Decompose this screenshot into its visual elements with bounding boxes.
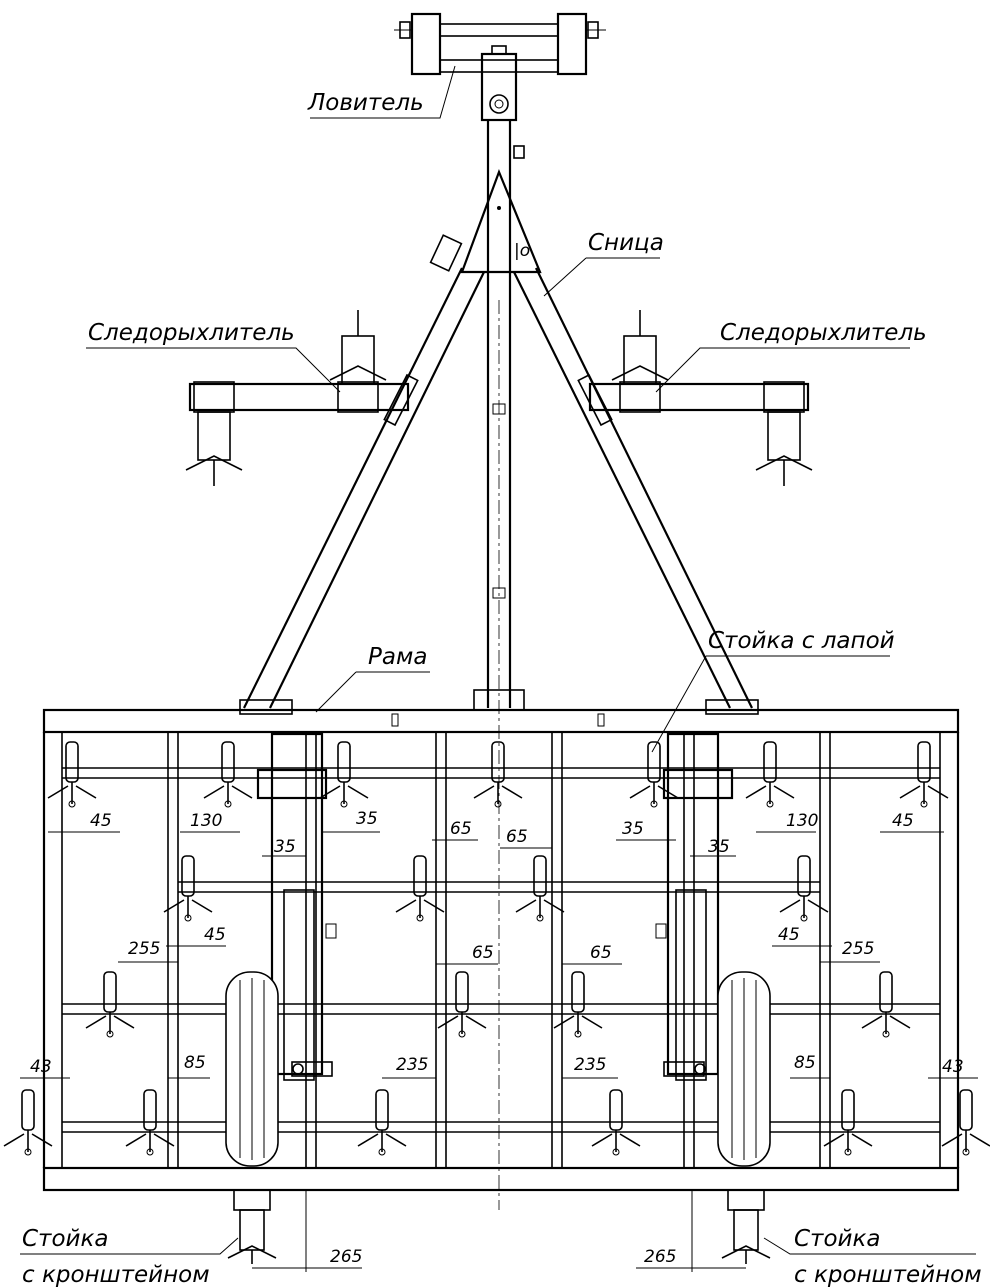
tine [629,741,679,808]
tine [437,971,487,1038]
tine [395,855,445,922]
dimension-lines [20,831,978,1272]
tine [823,1089,873,1156]
sledorykhlitel-right [588,310,813,486]
dim-130: 130 [786,811,818,831]
dim-235: 235 [574,1055,606,1075]
dim-255: 255 [842,939,874,959]
tine [203,741,253,808]
dim-235: 235 [396,1055,428,1075]
tines-group [3,741,990,1156]
dim-35: 35 [274,837,296,857]
dim-45: 45 [892,811,914,831]
dim-85: 85 [184,1053,206,1073]
tine [779,855,829,922]
rear-bracket-left [227,1189,277,1264]
dim-265: 265 [644,1247,676,1267]
tine [941,1089,990,1156]
label-lovitel: Ловитель [307,90,424,116]
label-sledorykhlitel-right: Следорыхлитель [720,320,927,346]
label-rama: Рама [368,644,427,670]
label-stoyka-left: Стойка [22,1226,108,1252]
tine [745,741,795,808]
dim-45: 45 [778,925,800,945]
leader-lines [20,65,976,1255]
label-stoyka-left-line2: с кронштейном [22,1262,210,1288]
tine [3,1089,53,1156]
dim-35: 35 [356,809,378,829]
dim-45: 45 [204,925,226,945]
tine [515,855,565,922]
sledorykhlitel-left [185,310,410,486]
lovitel-hitch [394,12,606,122]
drawbar: |o [239,120,759,715]
dim-43: 43 [30,1057,52,1077]
label-snitsa: Сница [588,230,664,256]
dim-85: 85 [794,1053,816,1073]
tine [47,741,97,808]
tine [125,1089,175,1156]
dim-65: 65 [590,943,612,963]
dim-130: 130 [190,811,222,831]
tine [591,1089,641,1156]
label-sledorykhlitel-left: Следорыхлитель [88,320,295,346]
dim-45: 45 [90,811,112,831]
dim-35: 35 [708,837,730,857]
wheel-assembly-left [225,732,337,1167]
wheel-assembly-right [655,732,771,1167]
dim-43: 43 [942,1057,964,1077]
dim-35: 35 [622,819,644,839]
label-stoyka-right: Стойка [794,1226,880,1252]
dim-65: 65 [472,943,494,963]
dim-65: 65 [506,827,528,847]
svg-text:|o: |o [514,241,530,261]
tine [357,1089,407,1156]
tine [85,971,135,1038]
dim-265: 265 [330,1247,362,1267]
tine [163,855,213,922]
dim-255: 255 [128,939,160,959]
label-stoyka-s-lapoy: Стойка с лапой [708,628,895,654]
tine [319,741,369,808]
tine [553,971,603,1038]
tine [861,971,911,1038]
rear-bracket-right [721,1189,771,1264]
tine [899,741,949,808]
dim-65: 65 [450,819,472,839]
label-stoyka-right-line2: с кронштейном [794,1262,982,1288]
tine [473,741,523,808]
